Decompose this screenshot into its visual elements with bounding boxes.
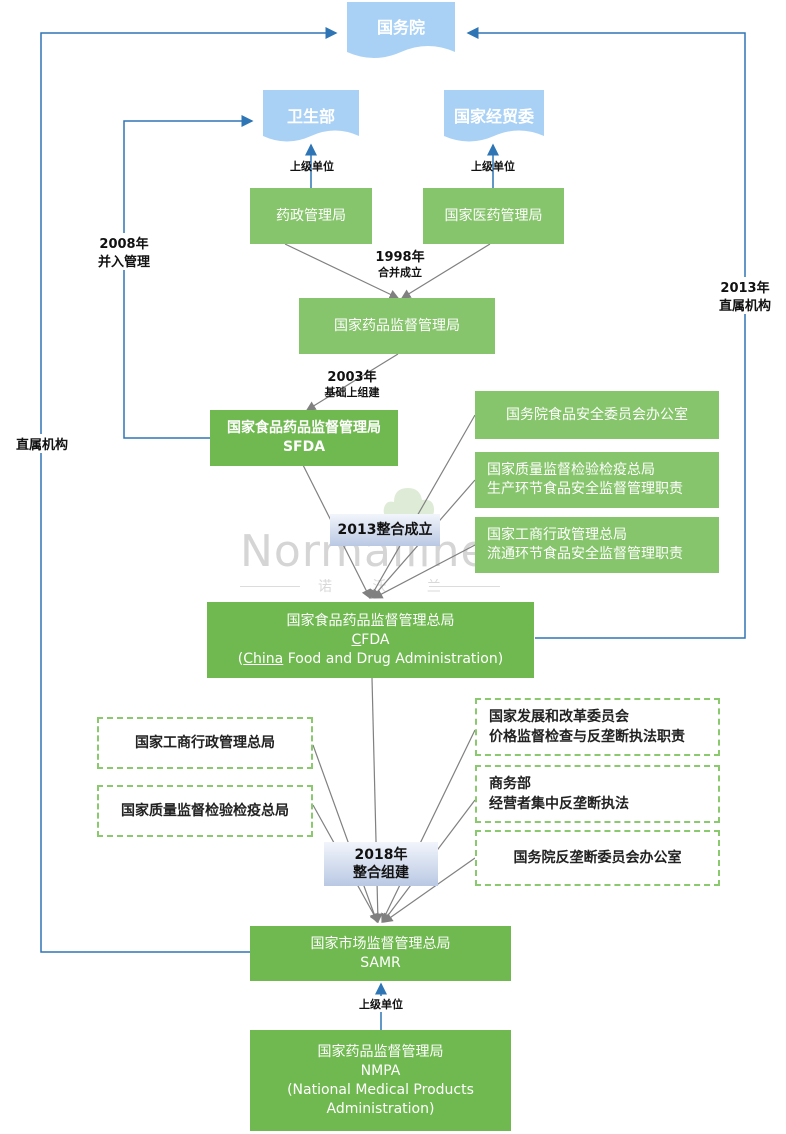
direct-2013-label: 直属机构: [705, 295, 785, 314]
saic2-label: 国家工商行政管理总局: [135, 735, 275, 751]
saic-label-2: 流通环节食品安全监督管理职责: [487, 546, 683, 562]
cfda-label-en: (China Food and Drug Administration): [238, 650, 503, 669]
watermark-brand-cn: 诺 沃 兰: [318, 579, 459, 595]
watermark-cloud-icon: [383, 488, 434, 518]
setc-node: 国家经贸委: [444, 90, 544, 146]
year-2003-label: 2003年: [327, 370, 377, 385]
merge-2008-label: 并入管理: [84, 251, 164, 270]
pharma-admin-box: 药政管理局: [250, 188, 372, 244]
mofcom-box: 商务部 经营者集中反垄断执法: [475, 765, 720, 823]
state-council-node: 国务院: [347, 2, 455, 62]
merge-2018-label-1: 2018年: [354, 847, 408, 863]
line-saic-to-cfda: [372, 544, 476, 599]
mofcom-label-2: 经营者集中反垄断执法: [489, 796, 629, 812]
antimonopoly-box: 国务院反垄断委员会办公室: [475, 830, 720, 886]
line-sda-to-sfda: [305, 353, 399, 411]
merge-2013-label: 2013整合成立: [337, 522, 433, 538]
aqsiq-box: 国家质量监督检验检疫总局 生产环节食品安全监督管理职责: [475, 452, 719, 508]
saic-box: 国家工商行政管理总局 流通环节食品安全监督管理职责: [475, 517, 719, 573]
samr-box: 国家市场监督管理总局 SAMR: [250, 926, 511, 981]
nmpa-label-en-2: Administration): [326, 1100, 435, 1117]
ndrc-label-1: 国家发展和改革委员会: [489, 709, 629, 725]
merge-2013-badge: 2013整合成立: [330, 514, 440, 546]
year-2008-label: 2008年: [84, 233, 164, 252]
state-council-label: 国务院: [376, 18, 425, 37]
arrow-samr-to-council: [40, 27, 338, 953]
antimonopoly-label: 国务院反垄断委员会办公室: [513, 850, 682, 866]
council-food-office-box: 国务院食品安全委员会办公室: [475, 391, 719, 439]
aqsiq2-label: 国家质量监督检验检疫总局: [121, 803, 289, 819]
line-pharma-to-sda: [284, 243, 400, 299]
sfda-box: 国家食品药品监督管理局 SFDA: [210, 410, 398, 466]
saic-label-1: 国家工商行政管理总局: [487, 527, 627, 543]
nmpa-box: 国家药品监督管理局 NMPA (National Medical Product…: [250, 1030, 511, 1131]
ndrc-label-2: 价格监督检查与反垄断执法职责: [489, 729, 685, 745]
merge-2018-label-2: 整合组建: [353, 865, 409, 881]
cfda-label-cn: 国家食品药品监督管理总局: [286, 612, 455, 629]
year-2013-label: 2013年: [705, 277, 785, 296]
mofcom-label-1: 商务部: [489, 776, 531, 792]
arrow-2008: [123, 115, 254, 439]
cfda-en-china: China: [243, 650, 284, 667]
arrow-2013: [466, 27, 746, 639]
aqsiq-label-2: 生产环节食品安全监督管理职责: [487, 481, 683, 497]
document-shape-icon: [444, 90, 544, 142]
document-shape-icon: [347, 2, 455, 58]
document-shape-icon: [263, 90, 359, 142]
moh-label: 卫生部: [286, 107, 335, 126]
sfda-label-cn: 国家食品药品监督管理局: [227, 420, 381, 436]
cfda-abbr-rest: FDA: [361, 631, 390, 648]
sda-box: 国家药品监督管理局: [299, 298, 495, 354]
direct-agency-left-label: 直属机构: [2, 434, 82, 453]
line-council-to-cfda: [369, 414, 476, 600]
cfda-abbr-c: C: [351, 631, 362, 648]
setc-label: 国家经贸委: [453, 107, 534, 126]
merge-2018-badge: 2018年 整合组建: [324, 842, 438, 886]
samr-label-cn: 国家市场监督管理总局: [310, 935, 451, 952]
sapm-box: 国家医药管理局: [423, 188, 564, 244]
line-sapm-to-sda: [400, 243, 491, 299]
aqsiq-label-1: 国家质量监督检验检疫总局: [487, 462, 655, 478]
line-saic2-to-samr: [312, 744, 379, 924]
watermark-line-right: [430, 586, 500, 587]
nmpa-label-abbr: NMPA: [360, 1062, 401, 1079]
sda-label: 国家药品监督管理局: [334, 317, 460, 334]
build-2003-label: 基础上组建: [324, 386, 380, 399]
saic2-box: 国家工商行政管理总局: [97, 717, 313, 769]
superior-unit-label-3: 上级单位: [350, 996, 412, 1012]
nmpa-label-cn: 国家药品监督管理局: [317, 1043, 444, 1060]
pharma-admin-label: 药政管理局: [276, 207, 346, 224]
year-1998-label: 1998年: [375, 250, 425, 265]
watermark-line-left: [240, 586, 300, 587]
superior-unit-label-1: 上级单位: [290, 160, 334, 173]
line-antimonopoly-to-samr: [383, 857, 476, 923]
merge-1998-label: 合并成立: [378, 266, 422, 279]
ndrc-box: 国家发展和改革委员会 价格监督检查与反垄断执法职责: [475, 698, 720, 756]
superior-unit-label-2: 上级单位: [471, 160, 515, 173]
cfda-en-open: (: [237, 650, 244, 667]
cfda-en-rest: Food and Drug Administration): [283, 650, 504, 667]
sfda-label-en: SFDA: [282, 439, 326, 455]
sapm-label: 国家医药管理局: [444, 207, 543, 224]
council-food-office-label: 国务院食品安全委员会办公室: [506, 406, 688, 423]
cfda-box: 国家食品药品监督管理总局 CFDA (China Food and Drug A…: [207, 602, 534, 678]
moh-node: 卫生部: [263, 90, 359, 146]
aqsiq2-box: 国家质量监督检验检疫总局: [97, 785, 313, 837]
samr-label-en: SAMR: [360, 954, 401, 971]
line-ndrc-to-samr: [381, 729, 476, 924]
nmpa-label-en-1: (National Medical Products: [287, 1081, 474, 1098]
cfda-label-abbr: CFDA: [352, 631, 390, 650]
